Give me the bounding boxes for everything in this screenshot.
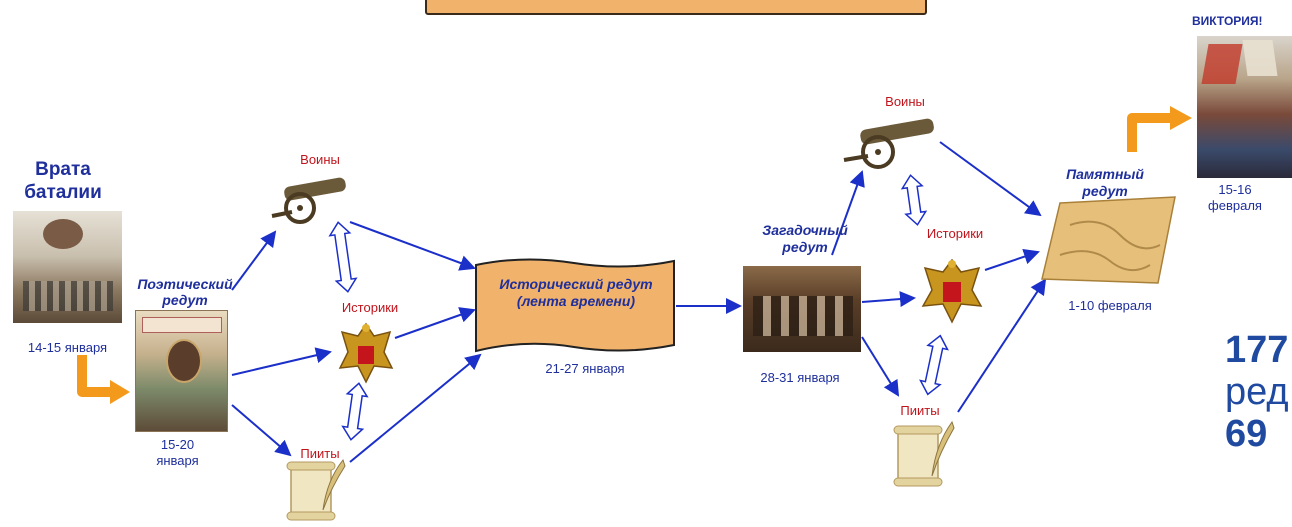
scroll-quill-icon xyxy=(286,458,346,521)
side-text-line3: 69 xyxy=(1225,413,1268,455)
cannon-icon xyxy=(843,118,934,169)
side-text-line2: ред xyxy=(1225,371,1289,413)
arrow-riddle-to-poets xyxy=(861,336,900,397)
coat-of-arms-icon xyxy=(921,258,983,324)
arrow-riddle-to-warriors xyxy=(831,170,865,256)
orange-arrow-memorial-to-victory xyxy=(1127,113,1172,152)
double-arrow-warriors-historians-1 xyxy=(328,221,358,293)
poets-label-2: Пииты xyxy=(900,403,940,418)
top-banner xyxy=(425,0,927,15)
riddle-date: 28-31 января xyxy=(760,370,840,385)
warriors-label-1: Воины xyxy=(300,152,340,167)
historical-date: 21-27 января xyxy=(545,361,625,376)
arrow-historians-to-memorial xyxy=(984,248,1040,271)
double-arrow-warriors-historians-2 xyxy=(900,174,928,226)
double-arrow-historians-poets-2 xyxy=(919,334,949,396)
riddle-image xyxy=(743,266,861,352)
arrow-poetic-to-warriors xyxy=(231,230,277,291)
historians-label-2: Историки xyxy=(926,226,984,241)
gates-image xyxy=(13,211,122,323)
arrow-warriors-to-historical xyxy=(349,221,476,271)
arrow-historians-to-historical xyxy=(394,307,476,339)
victory-date: 15-16 февраля xyxy=(1208,182,1262,213)
side-text-line1: 177 xyxy=(1225,329,1289,371)
poetic-title: Поэтический редут xyxy=(137,276,233,308)
gates-date: 14-15 января xyxy=(27,340,108,355)
riddle-title: Загадочный редут xyxy=(762,222,848,255)
warriors-label-2: Воины xyxy=(885,94,925,109)
map-icon xyxy=(1041,196,1176,284)
arrow-riddle-to-historians xyxy=(861,291,916,308)
poets-label-1: Пииты xyxy=(300,446,340,461)
poetic-image xyxy=(135,310,228,432)
arrow-poets-to-historical xyxy=(349,353,482,463)
arrow-warriors-to-memorial xyxy=(939,141,1042,217)
arrow-poets-to-memorial xyxy=(957,278,1047,413)
memorial-title: Памятный редут xyxy=(1066,166,1144,199)
poetic-date: 15-20 января xyxy=(156,437,199,468)
double-arrow-historians-poets-1 xyxy=(341,382,369,441)
orange-arrow-gates-to-poetic xyxy=(77,355,112,397)
cannon-icon xyxy=(271,177,346,224)
historical-banner xyxy=(475,258,675,353)
historians-label-1: Историки xyxy=(341,300,399,315)
coat-of-arms-icon xyxy=(338,322,394,384)
victory-title: ВИКТОРИЯ! xyxy=(1192,14,1263,28)
scroll-quill-icon xyxy=(893,420,955,487)
historical-title: Исторический редут (лента времени) xyxy=(499,276,653,309)
memorial-date: 1-10 февраля xyxy=(1068,298,1152,313)
arrow-poetic-to-poets xyxy=(231,404,292,457)
arrow-poetic-to-historians xyxy=(231,347,332,376)
gates-title: Врата баталии xyxy=(24,159,102,203)
victory-image xyxy=(1197,36,1292,178)
